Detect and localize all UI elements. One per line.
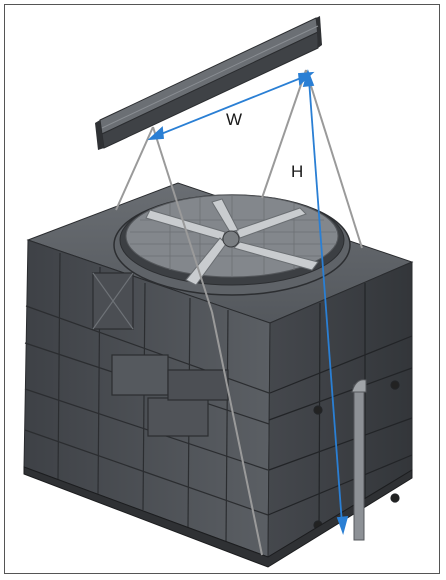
sling-left-rear: [152, 126, 213, 313]
outlet-pipe: [351, 379, 367, 541]
width-dimension-line: [155, 75, 307, 137]
height-arrow-bottom: [336, 515, 349, 536]
height-dimension-line: [308, 79, 343, 525]
right-face-panel-seams: [267, 283, 413, 536]
fan-hub: [222, 230, 240, 248]
tower-base-skid: [23, 466, 413, 568]
dimension-lines: [147, 69, 349, 536]
left-face-panel-seams: [24, 252, 270, 543]
fan-assembly: [113, 194, 351, 296]
width-label: W: [226, 110, 243, 129]
lifting-slings: [115, 69, 363, 556]
sling-right-rear: [261, 69, 307, 199]
width-arrow-left: [147, 126, 164, 141]
sling-left-front: [115, 126, 154, 211]
sling-right-front: [305, 69, 363, 249]
height-arrow-top: [302, 69, 315, 88]
sling-left-to-base: [211, 311, 263, 556]
height-label: H: [291, 162, 304, 181]
spreader-beam: [95, 16, 322, 150]
